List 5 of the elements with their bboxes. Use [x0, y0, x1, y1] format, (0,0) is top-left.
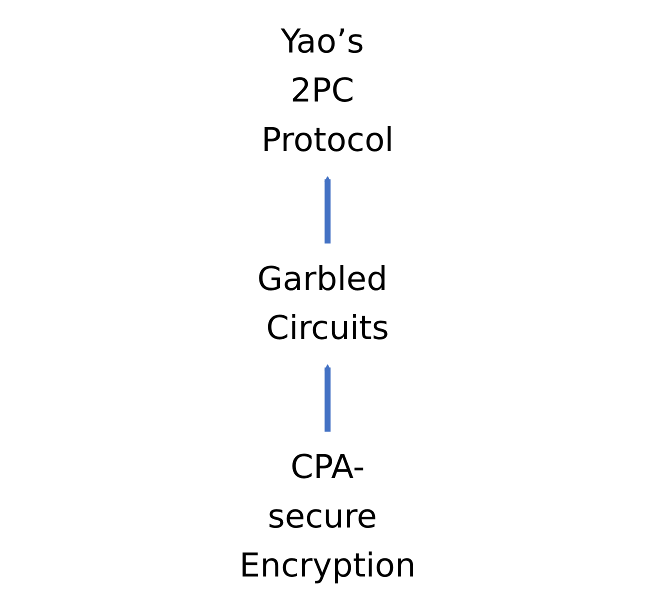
node-text: Garbled Circuits [258, 260, 390, 348]
arrow [324, 364, 332, 432]
node-text: CPA-secure Encryption [240, 448, 416, 585]
arrow [324, 176, 332, 244]
node-text: Yao’s 2PC Protocol [262, 22, 394, 160]
